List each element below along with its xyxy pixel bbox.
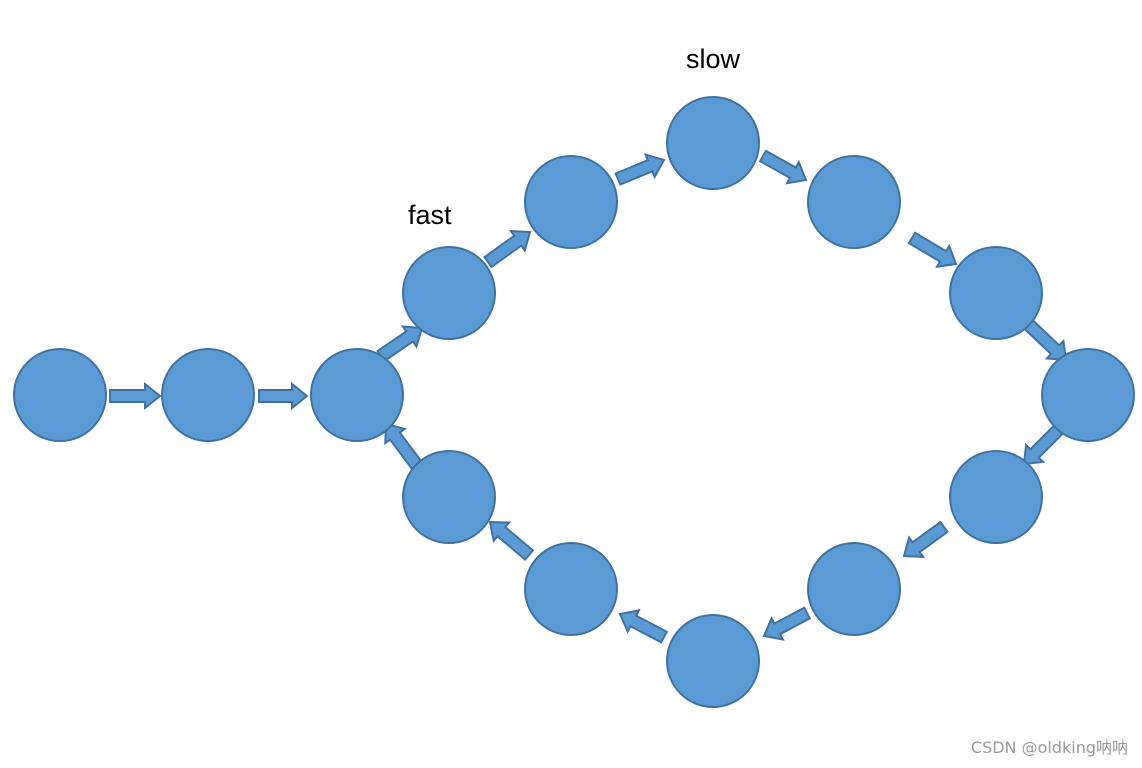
- list-node-8: [949, 246, 1043, 340]
- list-node-5: [524, 155, 618, 249]
- arrow-3: [376, 325, 424, 363]
- watermark: CSDN @oldking呐呐: [970, 738, 1128, 757]
- list-node-12: [666, 614, 760, 708]
- arrow-4: [483, 229, 532, 269]
- arrow-2: [258, 381, 309, 411]
- list-node-7: [807, 155, 901, 249]
- arrow-12: [618, 608, 669, 644]
- list-node-14: [402, 450, 496, 544]
- arrow-1: [109, 381, 162, 411]
- list-node-1: [13, 348, 107, 442]
- arrow-14: [384, 422, 425, 473]
- arrow-9: [1022, 424, 1064, 466]
- list-node-10: [949, 450, 1043, 544]
- list-node-2: [161, 348, 255, 442]
- arrow-8: [1022, 318, 1068, 362]
- arrow-5: [614, 153, 666, 186]
- list-node-3: [310, 348, 404, 442]
- list-node-11: [807, 542, 901, 636]
- arrow-6: [758, 149, 808, 185]
- list-node-6: [666, 96, 760, 190]
- slow-pointer-label: slow: [686, 44, 741, 74]
- fast-pointer-label: fast: [408, 200, 452, 230]
- nodes-layer: [13, 96, 1135, 708]
- arrows-layer: [109, 149, 1068, 644]
- list-node-9: [1041, 348, 1135, 442]
- arrow-10: [902, 520, 949, 558]
- arrow-7: [907, 231, 958, 268]
- list-node-13: [524, 542, 618, 636]
- arrow-11: [762, 606, 812, 641]
- list-node-4: [402, 246, 496, 340]
- arrow-13: [488, 520, 535, 562]
